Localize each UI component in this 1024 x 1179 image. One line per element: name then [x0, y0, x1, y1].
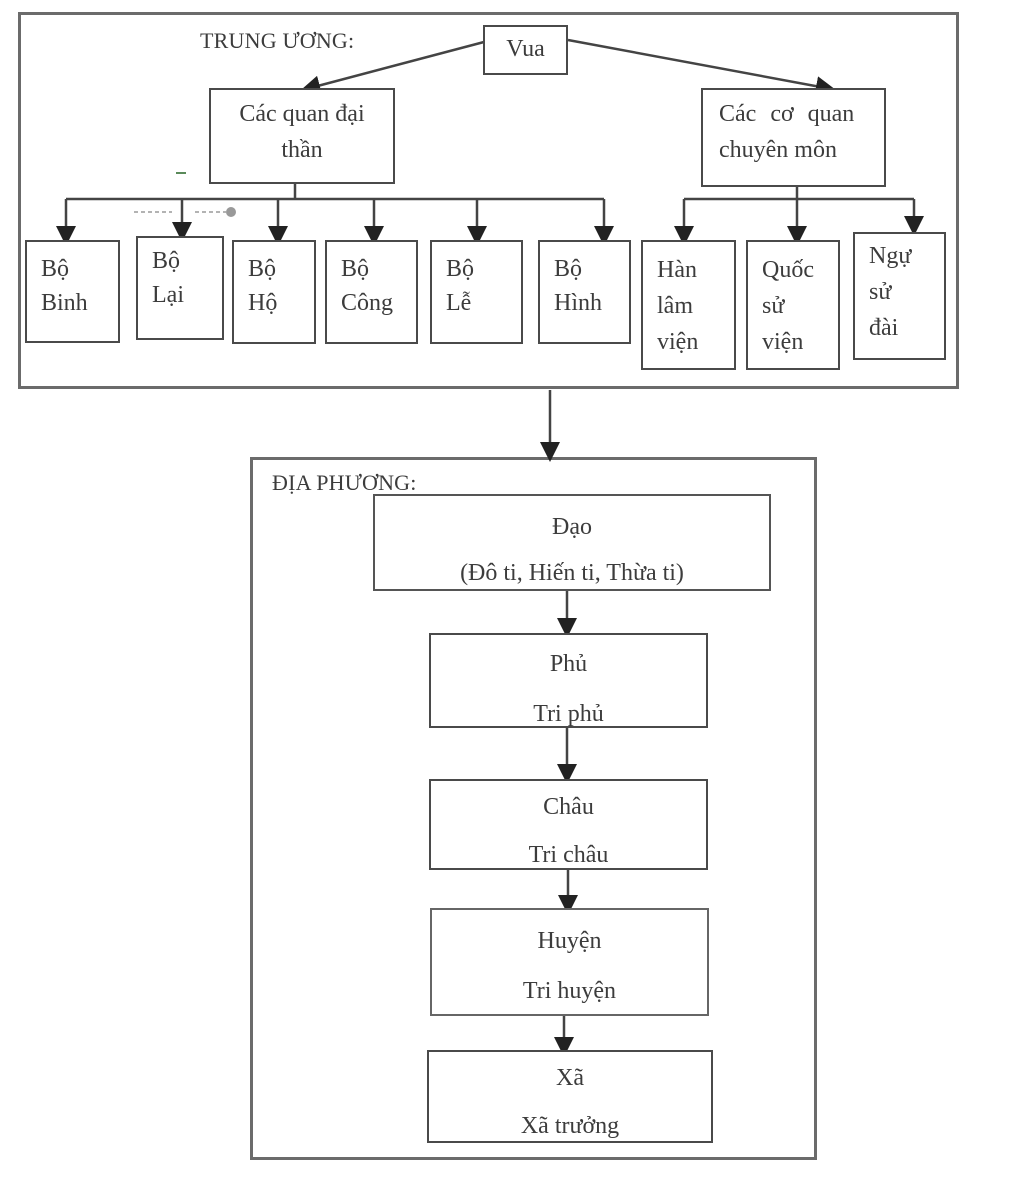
node-dao: Đạo (Đô ti, Hiến ti, Thừa ti): [373, 494, 771, 591]
node-dao-title: Đạo: [552, 514, 592, 540]
node-bo-cong-line-1: Bộ: [341, 256, 370, 282]
node-quoc-su-vien: Quốc sử viện: [746, 240, 840, 370]
node-bo-le: Bộ Lễ: [430, 240, 523, 344]
node-xa-title: Xã: [556, 1065, 584, 1091]
node-bo-ho: Bộ Hộ: [232, 240, 316, 344]
local-government-frame: [250, 457, 817, 1160]
node-phu: Phủ Tri phủ: [429, 633, 708, 728]
node-huyen-title: Huyện: [537, 928, 602, 954]
node-ngu-su-dai-line-2: sử: [869, 279, 892, 305]
node-bo-binh: Bộ Binh: [25, 240, 120, 343]
node-chau-officials: Tri châu: [528, 842, 609, 868]
node-dao-officials: (Đô ti, Hiến ti, Thừa ti): [460, 560, 684, 586]
node-bo-hinh-line-2: Hình: [554, 290, 602, 316]
node-bo-ho-line-1: Bộ: [248, 256, 277, 282]
node-bo-ho-line-2: Hộ: [248, 290, 278, 316]
node-bo-hinh: Bộ Hình: [538, 240, 631, 344]
node-bo-lai: Bộ Lại: [136, 236, 224, 340]
node-ngu-su-dai-line-3: đài: [869, 315, 899, 341]
central-government-frame: [18, 12, 959, 389]
node-ministers-line-2: thần: [281, 137, 323, 163]
node-chau: Châu Tri châu: [429, 779, 708, 870]
node-quoc-su-vien-line-2: sử: [762, 293, 785, 319]
node-chau-title: Châu: [543, 794, 594, 820]
node-bo-binh-line-1: Bộ: [41, 256, 70, 282]
node-bo-hinh-line-1: Bộ: [554, 256, 583, 282]
node-quoc-su-vien-line-3: viện: [762, 329, 804, 355]
node-quoc-su-vien-line-1: Quốc: [762, 257, 814, 283]
node-huyen-officials: Tri huyện: [522, 978, 617, 1004]
node-han-lam-vien-line-2: lâm: [657, 293, 693, 319]
node-agencies-line-1: Các cơ quan: [719, 101, 855, 127]
node-ngu-su-dai-line-1: Ngự: [869, 243, 912, 269]
node-phu-title: Phủ: [549, 651, 588, 677]
node-bo-lai-line-1: Bộ: [152, 248, 181, 274]
node-bo-binh-line-2: Binh: [41, 290, 88, 316]
node-xa-officials: Xã trưởng: [520, 1113, 620, 1139]
node-bo-le-line-1: Bộ: [446, 256, 475, 282]
node-specialized-agencies: Các cơ quan chuyên môn: [701, 88, 886, 187]
node-bo-cong: Bộ Công: [325, 240, 418, 344]
node-agencies-line-2: chuyên môn: [719, 137, 837, 163]
local-section-label: ĐỊA PHƯƠNG:: [272, 470, 417, 495]
node-ngu-su-dai: Ngự sử đài: [853, 232, 946, 360]
node-huyen: Huyện Tri huyện: [430, 908, 709, 1016]
node-phu-officials: Tri phủ: [533, 701, 604, 727]
node-king-label: Vua: [506, 36, 545, 62]
node-bo-le-line-2: Lễ: [446, 290, 472, 316]
node-ministers-line-1: Các quan đại: [239, 101, 365, 127]
node-xa: Xã Xã trưởng: [427, 1050, 713, 1143]
node-ministers: Các quan đại thần: [209, 88, 395, 184]
node-king: Vua: [483, 25, 568, 75]
node-bo-cong-line-2: Công: [341, 290, 394, 316]
node-bo-lai-line-2: Lại: [152, 282, 184, 308]
central-section-label: TRUNG ƯƠNG:: [200, 28, 355, 53]
node-han-lam-vien-line-1: Hàn: [657, 257, 697, 283]
node-han-lam-vien: Hàn lâm viện: [641, 240, 736, 370]
node-han-lam-vien-line-3: viện: [657, 329, 699, 355]
